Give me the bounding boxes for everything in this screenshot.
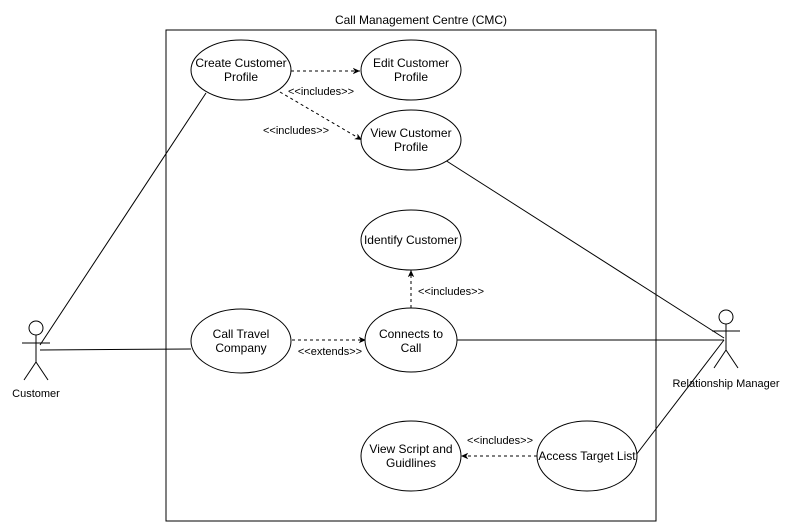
actor-head-icon — [718, 309, 734, 325]
uc-label-line-1: Access Target List — [538, 449, 636, 463]
dependencies — [279, 67, 537, 460]
use-case-identify-customer[interactable]: Identify Customer — [360, 209, 462, 271]
actor-relationship-manager-label: Relationship Manager — [672, 378, 779, 390]
system-title: Call Management Centre (CMC) — [335, 13, 507, 27]
uc-label-line-1: View Customer — [370, 126, 451, 140]
label-extends-connect: <<extends>> — [298, 346, 362, 358]
use-case-create-customer-profile[interactable]: Create Customer Profile — [190, 39, 292, 101]
uc-label-line-1: View Script and — [369, 442, 452, 456]
actor-head-icon — [28, 320, 44, 336]
assoc-rm-view-profile — [444, 159, 725, 339]
uc-label-line-1: Create Customer — [195, 56, 286, 70]
uc-label-line-2: Company — [215, 341, 266, 355]
uc-label-line-1: Edit Customer — [373, 56, 449, 70]
uc-label-line-1: Connects to — [379, 327, 443, 341]
assoc-customer-create-profile — [39, 92, 207, 346]
use-case-view-script-guidelines[interactable]: View Script and Guidlines — [360, 420, 462, 492]
assoc-customer-call-travel — [39, 348, 192, 351]
associations — [39, 92, 725, 456]
uc-label-line-2: Profile — [394, 140, 428, 154]
uc-label-line-2: Profile — [394, 70, 428, 84]
use-cases: Create Customer Profile Edit Customer Pr… — [190, 39, 638, 492]
label-includes-view: <<includes>> — [263, 125, 329, 137]
actor-customer-label: Customer — [12, 388, 60, 400]
label-includes-script: <<includes>> — [467, 435, 533, 447]
include-view-arrow — [279, 91, 363, 141]
use-case-view-customer-profile[interactable]: View Customer Profile — [360, 109, 462, 171]
actor-customer[interactable]: Customer — [12, 320, 60, 400]
uc-label-line-1: Identify Customer — [364, 233, 458, 247]
uc-label-line-1: Call Travel — [213, 327, 270, 341]
uc-label-line-2: Call — [401, 341, 422, 355]
actor-relationship-manager[interactable]: Relationship Manager — [672, 309, 780, 390]
use-case-edit-customer-profile[interactable]: Edit Customer Profile — [360, 39, 462, 101]
label-includes-identify: <<includes>> — [418, 286, 484, 298]
use-case-access-target-list[interactable]: Access Target List — [536, 420, 638, 492]
uc-label-line-2: Guidlines — [386, 456, 436, 470]
assoc-rm-access-target — [635, 339, 725, 456]
uc-label-line-2: Profile — [224, 70, 258, 84]
use-case-call-travel-company[interactable]: Call Travel Company — [190, 308, 292, 374]
label-includes-edit: <<includes>> — [288, 86, 354, 98]
use-case-connects-to-call[interactable]: Connects to Call — [364, 307, 458, 373]
